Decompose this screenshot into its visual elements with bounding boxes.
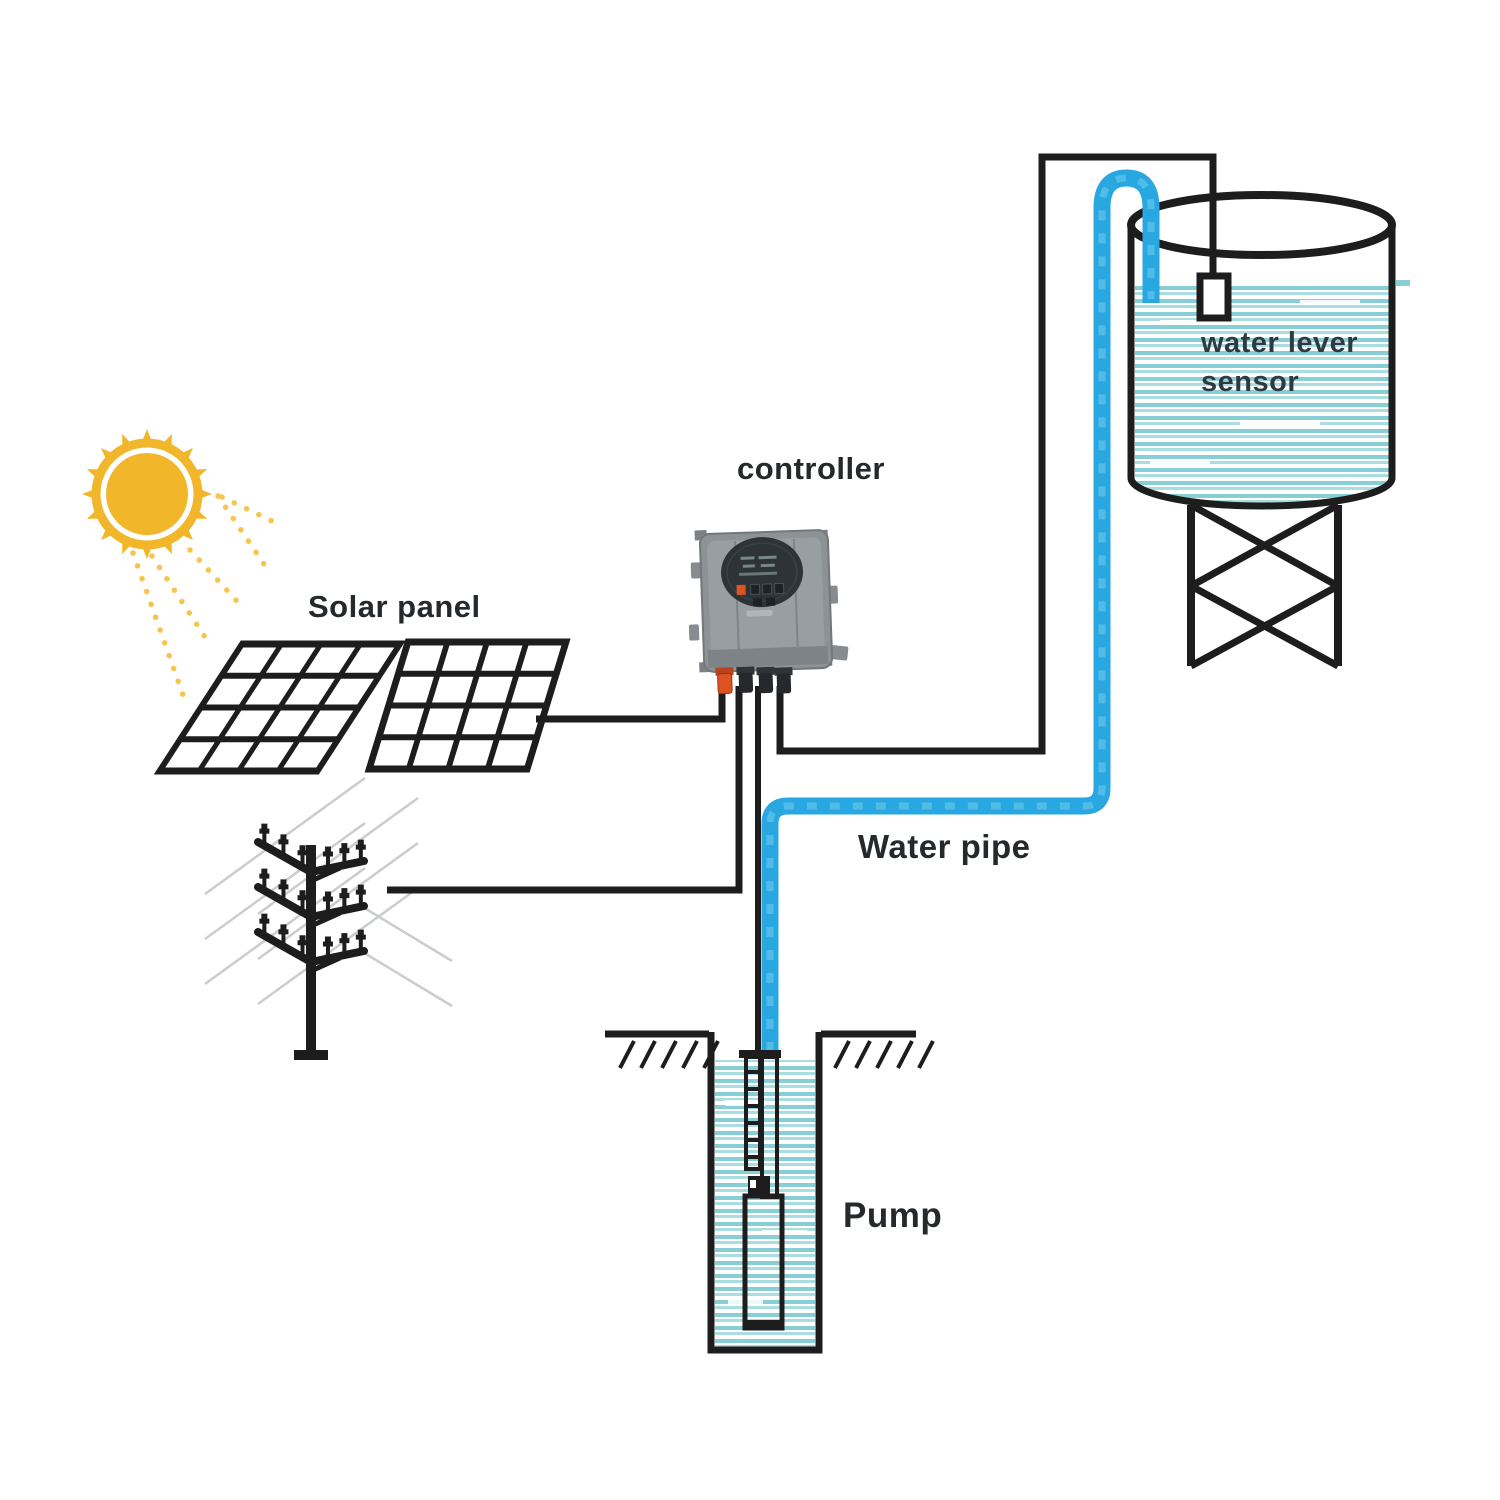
- ground-hatch-icon: [618, 1040, 935, 1069]
- controller-logo: [746, 609, 773, 617]
- controller-button: [773, 582, 785, 595]
- controller: [688, 529, 849, 695]
- water-level-sensor-label-line2: sensor: [1201, 366, 1299, 398]
- well: [605, 1030, 935, 1354]
- water-pipe: [761, 169, 1160, 1056]
- grid-power-wire: [387, 686, 743, 894]
- pump-label: Pump: [843, 1196, 942, 1235]
- sun-icon: [82, 429, 275, 698]
- solar-panel-module-icon: [364, 638, 571, 773]
- solar-panel: [153, 638, 571, 775]
- tank-water: [1135, 283, 1389, 504]
- pump: [739, 1050, 785, 1331]
- controller-power-button: [736, 584, 746, 596]
- controller-button: [749, 583, 761, 596]
- solar-panel-module-icon: [153, 640, 406, 775]
- utility-pole: [204, 776, 453, 1060]
- water-pipe-label: Water pipe: [858, 828, 1030, 865]
- tank-stand: [1187, 501, 1342, 670]
- controller-label: controller: [737, 451, 885, 486]
- water-level-sensor-label-line1: water lever: [1200, 327, 1358, 359]
- water-tank: [1127, 191, 1410, 670]
- solar-panel-label: Solar panel: [308, 589, 481, 624]
- solar-panel-wire: [536, 686, 726, 723]
- sensor-wire: [776, 153, 1217, 755]
- pump-head-icon: [739, 1050, 781, 1058]
- controller-button: [761, 583, 773, 595]
- tank-opening: [1127, 191, 1396, 259]
- water-level-sensor: [1196, 272, 1232, 322]
- controller-cable-glands: [715, 666, 793, 695]
- sun-rays-icon: [130, 493, 275, 698]
